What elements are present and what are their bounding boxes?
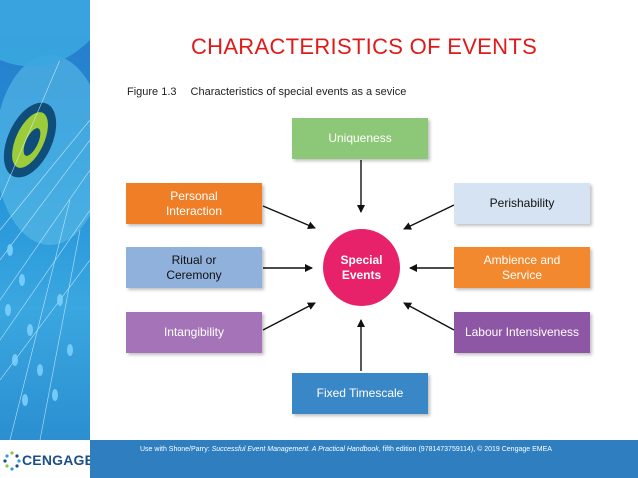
arrow-labour: [403, 302, 455, 331]
balloon-illustration: [0, 0, 90, 440]
node-fixed-timescale: Fixed Timescale: [292, 373, 428, 414]
node-labour-intensiveness: Labour Intensiveness: [454, 312, 590, 353]
figure-caption-text: Characteristics of special events as a s…: [190, 86, 407, 98]
cengage-logo-icon: [3, 451, 21, 471]
footer-citation: Use with Shone/Parry: Successful Event M…: [140, 446, 620, 453]
footer-bar: [90, 440, 638, 478]
node-ambience-service: Ambience and Service: [454, 247, 590, 288]
footer-book-title: Successful Event Management. A Practical…: [211, 446, 379, 453]
footer-prefix: Use with Shone/Parry:: [140, 446, 212, 453]
slide-title: CHARACTERISTICS OF EVENTS: [190, 34, 538, 59]
footer-suffix: , fifth edition (9781473759114), © 2019 …: [378, 446, 552, 453]
node-personal-interaction: Personal Interaction: [126, 183, 262, 224]
arrow-personal-interaction: [262, 205, 316, 229]
center-special-events: Special Events: [323, 229, 400, 306]
logo-area: [0, 440, 90, 478]
arrow-intangibility: [262, 302, 316, 331]
cengage-brand: CENGAGE: [22, 452, 95, 468]
node-intangibility: Intangibility: [126, 312, 262, 353]
arrow-perishability: [403, 204, 455, 230]
node-perishability: Perishability: [454, 183, 590, 224]
node-uniqueness: Uniqueness: [292, 118, 428, 159]
figure-number: Figure 1.3: [127, 86, 177, 98]
node-ritual-ceremony: Ritual or Ceremony: [126, 247, 262, 288]
decorative-side-image: [0, 0, 90, 440]
figure-caption: Figure 1.3 Characteristics of special eve…: [127, 86, 406, 98]
